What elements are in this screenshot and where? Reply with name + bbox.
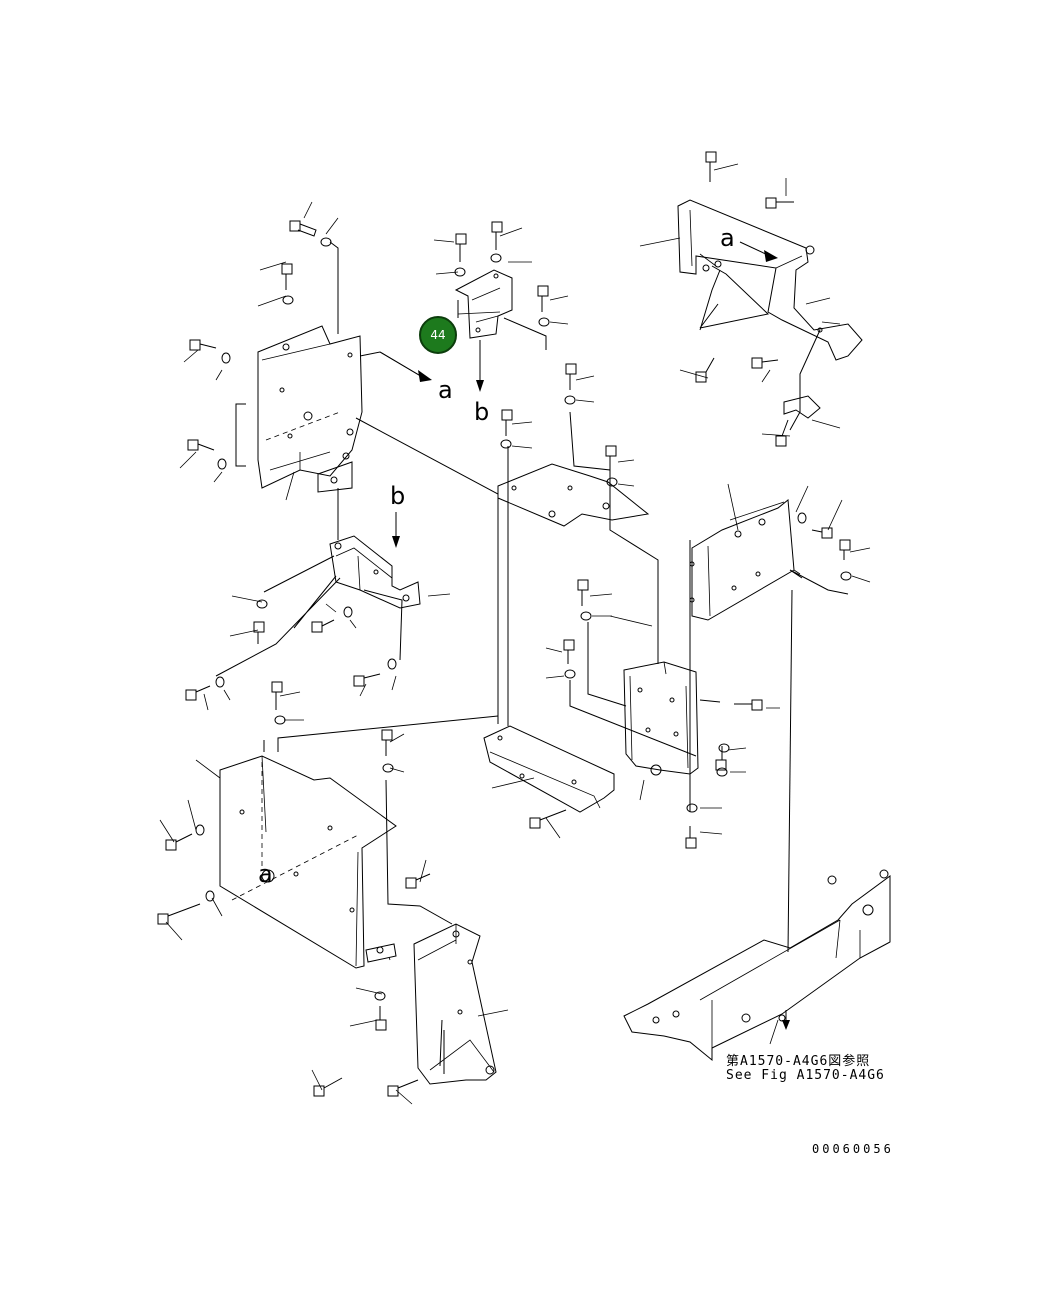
leader-lines (159, 163, 871, 1105)
view-letter-a-right: a (720, 224, 735, 252)
left-lower-box (219, 755, 397, 969)
callout-number: 44 (430, 328, 446, 342)
center-channel (483, 725, 615, 813)
document-number: 00060056 (812, 1142, 894, 1156)
right-lower-frame (623, 869, 891, 1062)
left-upper-bracket (257, 325, 363, 493)
view-arrows (379, 241, 790, 1030)
left-lower-bracket (413, 923, 497, 1085)
view-letter-a-left: a (438, 376, 453, 404)
right-center-bracket (623, 661, 699, 776)
top-right-bracket (677, 199, 863, 419)
view-letter-b-top: b (474, 398, 489, 426)
view-letter-a-lower: a (258, 860, 273, 888)
top-center-bracket (454, 269, 513, 339)
view-letter-b-mid: b (390, 482, 405, 510)
reference-note-en: See Fig A1570-A4G6 (726, 1068, 885, 1083)
assembly-lines (215, 241, 849, 1074)
center-upper-plate (497, 463, 650, 527)
reference-note-jp: 第A1570-A4G6図参照 (726, 1054, 871, 1069)
mid-left-bracket (329, 535, 421, 609)
part-callout-44[interactable]: 44 (419, 316, 457, 354)
right-middle-plate (689, 499, 801, 621)
